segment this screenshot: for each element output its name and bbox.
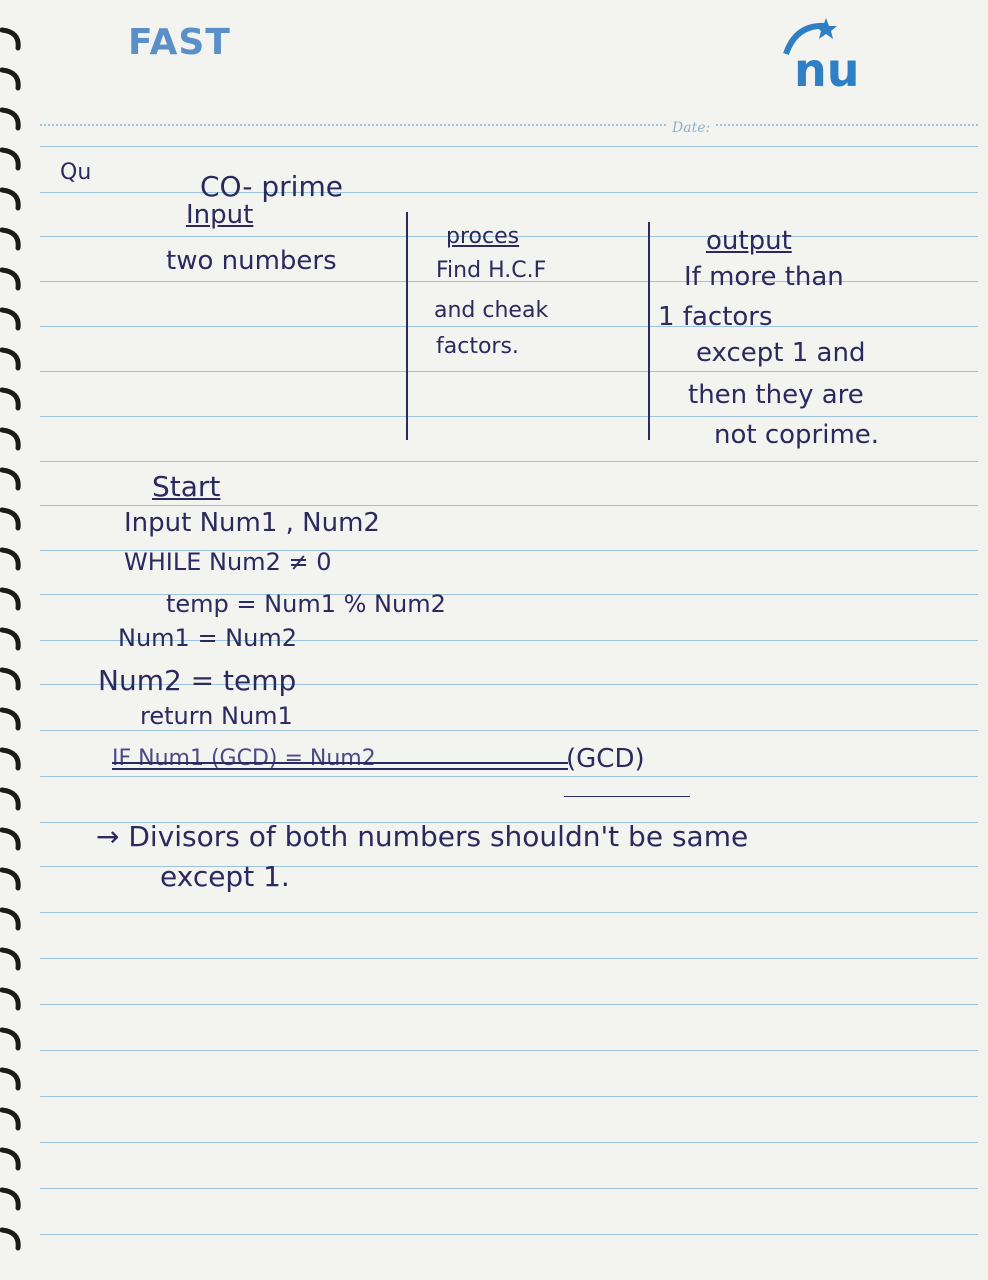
ruled-line: [40, 371, 978, 372]
ruled-line: [40, 640, 978, 641]
ruled-line: [40, 912, 978, 913]
output-line: then they are: [688, 380, 864, 410]
algo-line: Num2 = temp: [98, 664, 297, 697]
ruled-line: [40, 1234, 978, 1235]
note-line: → Divisors of both numbers shouldn't be …: [96, 820, 749, 853]
ruled-line: [40, 326, 978, 327]
ruled-line: [40, 1142, 978, 1143]
ruled-line: [40, 281, 978, 282]
ruled-line: [40, 730, 978, 731]
algo-line: return Num1: [140, 702, 293, 730]
fast-logo: FAST: [128, 22, 231, 63]
algo-line: Input Num1 , Num2: [124, 508, 380, 538]
note-line: except 1.: [160, 860, 290, 893]
ruled-line: [40, 461, 978, 462]
strikethrough: [112, 768, 568, 770]
algo-struck-line: IF Num1 (GCD) = Num2: [112, 746, 376, 771]
algo-line: Num1 = Num2: [118, 624, 297, 652]
ruled-line: [40, 550, 978, 551]
ruled-line: [40, 776, 978, 777]
input-line: two numbers: [166, 246, 337, 276]
question-marker: Qu: [60, 160, 92, 185]
ruled-line: [40, 822, 978, 823]
ruled-line: [40, 594, 978, 595]
ruled-line: [40, 1004, 978, 1005]
algo-start: Start: [152, 470, 221, 503]
strikethrough: [112, 762, 568, 764]
process-line: and cheak: [434, 298, 549, 323]
output-heading: output: [706, 226, 792, 256]
process-line: Find H.C.F: [436, 258, 547, 283]
ruled-line: [40, 146, 978, 147]
output-line: not coprime.: [714, 420, 880, 450]
algo-line: WHILE Num2 ≠ 0: [124, 548, 332, 576]
input-heading: Input: [186, 200, 254, 230]
ruled-line: [40, 958, 978, 959]
ruled-line: [40, 1096, 978, 1097]
algo-struck-tail: (GCD): [566, 744, 645, 774]
nu-logo-icon: nu: [783, 18, 860, 94]
process-heading: proces: [446, 224, 520, 249]
ruled-line: [40, 1050, 978, 1051]
table-divider: [406, 212, 408, 440]
output-line: 1 factors: [658, 302, 773, 332]
question-title: CO- prime: [200, 170, 343, 203]
output-line: except 1 and: [696, 338, 866, 368]
date-label: Date:: [668, 120, 715, 136]
underline-stroke: [564, 796, 690, 797]
ruled-line: [40, 684, 978, 685]
header-dotted-line: [40, 124, 978, 126]
ruled-line: [40, 505, 978, 506]
nu-logo-text: nu: [794, 43, 860, 94]
ruled-line: [40, 236, 978, 237]
ruled-line: [40, 1188, 978, 1189]
ruled-line: [40, 866, 978, 867]
table-divider: [648, 222, 650, 440]
algo-line: temp = Num1 % Num2: [166, 590, 446, 618]
spiral-binding-icon: [0, 27, 21, 1251]
process-line: factors.: [436, 334, 519, 359]
ruled-line: [40, 192, 978, 193]
ruled-line: [40, 416, 978, 417]
output-line: If more than: [684, 262, 844, 292]
